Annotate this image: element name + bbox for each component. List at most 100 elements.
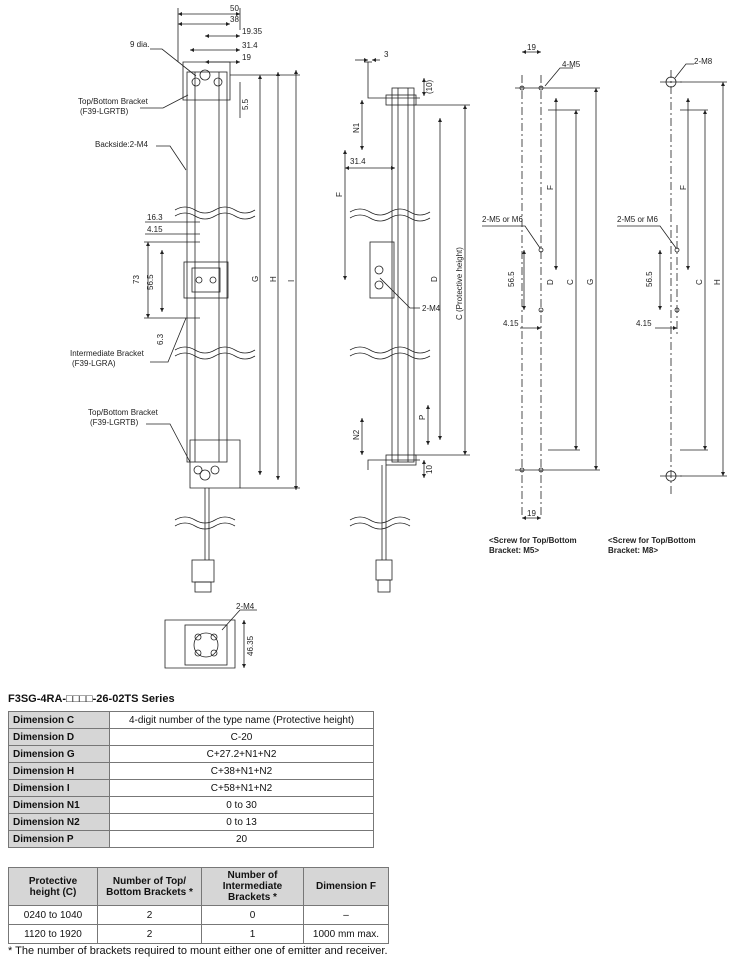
header-dimension-f: Dimension F (303, 867, 389, 906)
cell-height: 1120 to 1920 (8, 924, 98, 944)
table-row: 1120 to 1920 2 1 1000 mm max. (8, 924, 389, 944)
backside-label: Backside:2-M4 (95, 140, 148, 149)
dim-16-3: 16.3 (147, 213, 163, 222)
dim-key: Dimension N2 (8, 813, 110, 831)
m5-caption-1: <Screw for Top/Bottom (489, 536, 577, 545)
cell-top-bottom: 2 (97, 905, 202, 925)
dim-key: Dimension N1 (8, 796, 110, 814)
dim-value: 20 (109, 830, 374, 848)
top-bracket-label-1: Top/Bottom Bracket (78, 97, 149, 106)
dim-key: Dimension H (8, 762, 110, 780)
dim-key: Dimension C (8, 711, 110, 729)
m5-dim-F: F (546, 185, 555, 190)
m5-dim-C: C (566, 279, 575, 285)
side-view (343, 58, 470, 593)
dim-56-5: 56.5 (146, 274, 155, 290)
cell-dimension-f: 1000 mm max. (303, 924, 389, 944)
dim-31-4-side: 31.4 (350, 157, 366, 166)
series-title: F3SG-4RA-□□□□-26-02TS Series (8, 693, 175, 705)
dim-4-15: 4.15 (147, 225, 163, 234)
cell-top-bottom: 2 (97, 924, 202, 944)
dim-6-3: 6.3 (156, 333, 165, 345)
dim-10-bottom: 10 (425, 465, 434, 474)
dim-N1: N1 (352, 122, 361, 133)
cell-height: 0240 to 1040 (8, 905, 98, 925)
dim-key: Dimension D (8, 728, 110, 746)
bottom-bracket-label-2: (F39-LGRTB) (90, 418, 139, 427)
m5-dim-G: G (586, 279, 595, 285)
m8-mounting-view (617, 63, 727, 495)
cell-dimension-f: – (303, 905, 389, 925)
dim-value: 4-digit number of the type name (Protect… (109, 711, 374, 729)
bottom-view-2m4: 2-M4 (236, 602, 255, 611)
m8-2m8-label: 2-M8 (694, 57, 713, 66)
footnote: * The number of brackets required to mou… (8, 945, 388, 957)
m5-mounting-view (482, 50, 600, 520)
dimension-drawing: 50 38 19.35 31.4 19 9 dia. Top/Bottom Br… (70, 4, 727, 669)
dim-3: 3 (384, 50, 389, 59)
dim-31-4: 31.4 (242, 41, 258, 50)
intermediate-label-2: (F39-LGRA) (72, 359, 116, 368)
dim-46-35: 46.35 (246, 635, 255, 656)
m5-dim-19-bottom: 19 (527, 509, 536, 518)
dim-38: 38 (230, 15, 239, 24)
m8-caption-1: <Screw for Top/Bottom (608, 536, 696, 545)
dim-key: Dimension P (8, 830, 110, 848)
dim-19: 19 (242, 53, 251, 62)
dim-73: 73 (132, 275, 141, 284)
dim-F-side: F (335, 192, 344, 197)
dim-value: C+27.2+N1+N2 (109, 745, 374, 763)
m5-dim-D: D (546, 279, 555, 285)
dim-key: Dimension G (8, 745, 110, 763)
m8-dim-F: F (679, 185, 688, 190)
hole-dia-label: 9 dia. (130, 40, 150, 49)
m8-dim-56-5: 56.5 (645, 271, 654, 287)
m5-4m5-label: 4-M5 (562, 60, 581, 69)
m8-dim-H: H (713, 279, 722, 285)
dim-D-side: D (430, 276, 439, 282)
m5-m5m6-label: 2-M5 or M6 (482, 215, 523, 224)
m8-caption-2: Bracket: M8> (608, 546, 658, 555)
dim-I: I (287, 280, 296, 282)
m8-dim-4-15: 4.15 (636, 319, 652, 328)
cell-intermediate: 0 (201, 905, 304, 925)
dim-value: 0 to 13 (109, 813, 374, 831)
m5-dim-19-top: 19 (527, 43, 536, 52)
dim-C-protective: C (Protective height) (455, 247, 464, 320)
dim-value: C+38+N1+N2 (109, 762, 374, 780)
dim-H: H (269, 276, 278, 282)
m5-caption-2: Bracket: M5> (489, 546, 539, 555)
dim-10-top: (10) (425, 79, 434, 94)
front-view (140, 8, 300, 593)
dim-value: 0 to 30 (109, 796, 374, 814)
cell-intermediate: 1 (201, 924, 304, 944)
dim-value: C+58+N1+N2 (109, 779, 374, 797)
side-2m4-label: 2-M4 (422, 304, 441, 313)
dim-5-5: 5.5 (241, 98, 250, 110)
m8-m5m6-label: 2-M5 or M6 (617, 215, 658, 224)
dim-19-35: 19.35 (242, 27, 263, 36)
bottom-bracket-label-1: Top/Bottom Bracket (88, 408, 159, 417)
top-bracket-label-2: (F39-LGRTB) (80, 107, 129, 116)
header-top-bottom-brackets: Number of Top/Bottom Brackets * (97, 867, 202, 906)
dim-N2: N2 (352, 429, 361, 440)
intermediate-label-1: Intermediate Bracket (70, 349, 145, 358)
table-row: 0240 to 1040 2 0 – (8, 905, 389, 925)
m8-dim-C: C (695, 279, 704, 285)
m5-dim-56-5: 56.5 (507, 271, 516, 287)
dim-50: 50 (230, 4, 239, 13)
dim-value: C-20 (109, 728, 374, 746)
